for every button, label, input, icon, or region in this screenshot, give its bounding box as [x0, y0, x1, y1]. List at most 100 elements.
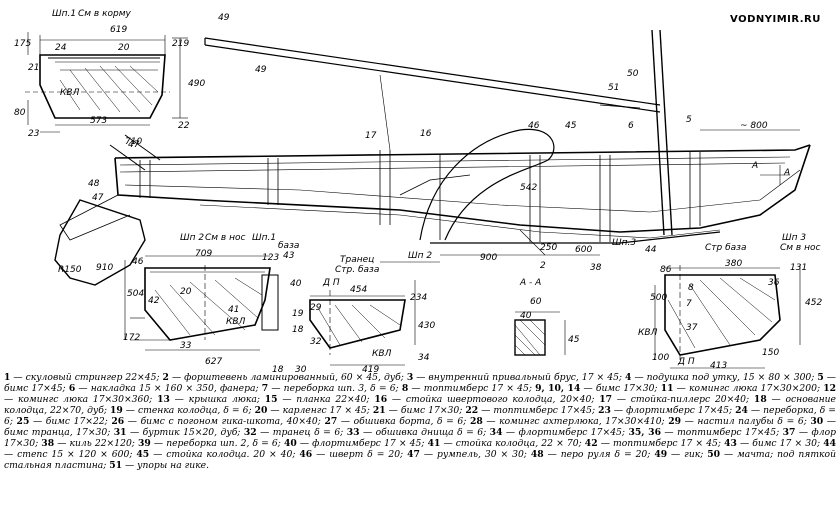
dim-22: 22 — [178, 121, 190, 131]
legend-item-text: — карленгс 17 × 45; — [267, 405, 373, 416]
label-transom: Транец — [340, 255, 374, 265]
legend-item: 49 — гик; — [654, 449, 707, 460]
callout-part: 48 — [88, 179, 100, 189]
legend-item-number: 35, 36 — [628, 427, 661, 438]
legend-item: 35, 36 — топтимберс 17×45; — [628, 427, 782, 438]
legend-item: 41 — стойка колодца, 22 × 70; — [428, 438, 585, 449]
dim-80: 80 — [14, 108, 26, 118]
callout-part: 47 — [128, 140, 140, 150]
legend-item: 24 — переборка, δ = 6; — [4, 405, 836, 427]
legend-item: 46 — шверт δ = 20; — [299, 449, 407, 460]
legend-item-text: — перо руля δ = 20; — [543, 449, 655, 460]
legend-item: 43 — бимс 17 × 30; — [724, 438, 823, 449]
legend-item-text: — флортимберс 17×45; — [502, 427, 629, 438]
dim-710: 710 — [125, 137, 142, 147]
legend-item-number: 31 — [113, 427, 127, 438]
callout-part: 36 — [768, 278, 780, 288]
legend-item-number: 48 — [530, 449, 544, 460]
legend-item-text: — стойка швертового колодца, 20×40; — [387, 394, 600, 405]
dim-123: 123 — [262, 253, 279, 263]
dim-452: 452 — [805, 298, 822, 308]
legend-item-text: — транец δ = 6; — [256, 427, 347, 438]
legend-item: 26 — бимс с погоном гика-шкота, 40×40; — [111, 416, 324, 427]
legend-item: 37 — флор 17×30; — [4, 427, 836, 449]
legend-item-text: — переборка шп. 2, δ = 6; — [150, 438, 284, 449]
legend-item: 22 — топтимберс 17×45; — [465, 405, 598, 416]
legend-item: 3 — внутренний привальный брус, 17 × 45; — [407, 372, 625, 383]
part-callouts: 49 49 50 51 5 6 46 45 17 16 47 48 47 44 … — [88, 13, 780, 372]
legend-item-text: — стенка колодца, δ = 6; — [122, 405, 255, 416]
callout-part: 32 — [310, 337, 322, 347]
label-waterline-3: КВЛ — [372, 349, 392, 359]
legend-item-text: — румпель, 30 × 30; — [419, 449, 531, 460]
legend-item-text: — киль 22×120; — [54, 438, 138, 449]
legend-item: 33 — обшивка днища δ = 6; — [347, 427, 490, 438]
legend-item-number: 43 — [724, 438, 737, 449]
callout-part: 40 — [290, 279, 302, 289]
legend-item-text: — топтимберс 17×45; — [478, 405, 599, 416]
legend-item: 29 — настил палубы δ = 6; — [668, 416, 810, 427]
legend-item-number: 6 — [68, 383, 76, 394]
legend-item-number: 24 — [735, 405, 748, 416]
legend-item-text: — комингс люка 17×30×360; — [4, 394, 158, 405]
section-frame-1 — [25, 32, 188, 133]
callout-part: 46 — [528, 121, 540, 131]
legend-item-number: 49 — [654, 449, 668, 460]
legend-item-number: 22 — [465, 405, 479, 416]
callout-part: 29 — [310, 303, 322, 313]
callout-part: 45 — [565, 121, 577, 131]
dim-60: 60 — [530, 297, 542, 307]
legend-item: 7 — переборка шп. 3, δ = 6; — [262, 383, 402, 394]
legend-item-number: 20 — [254, 405, 268, 416]
callout-part: 8 — [688, 283, 694, 293]
legend-item-text: — бимс 17×30; — [580, 383, 661, 394]
dim-504: 504 — [127, 289, 144, 299]
legend-item-number: 9, 10, 14 — [535, 383, 581, 394]
legend-item-number: 38 — [41, 438, 55, 449]
legend-item-number: 40 — [283, 438, 297, 449]
legend-item: 2 — форштевень ламинированный, 60 × 45, … — [163, 372, 407, 383]
legend-item: 19 — стенка колодца, δ = 6; — [110, 405, 255, 416]
label-to-bow-bottom: См в нос — [205, 233, 245, 243]
section-frame-2 — [124, 255, 279, 351]
legend-item: 20 — карленгс 17 × 45; — [255, 405, 373, 416]
dim-454: 454 — [350, 285, 367, 295]
legend-item: 32 — транец δ = 6; — [244, 427, 347, 438]
callout-part: 19 — [292, 309, 304, 319]
legend-item-text: — обшивка борта, δ = 6; — [337, 416, 470, 427]
section-transom — [309, 280, 416, 366]
main-dimension-lines — [380, 129, 800, 263]
legend-item-number: 42 — [584, 438, 598, 449]
legend-item-text: — стойка колодца, 22 × 70; — [440, 438, 585, 449]
legend-item-text: — бимс с погоном гика-шкота, 40×40; — [124, 416, 325, 427]
legend-item-text: — мачта; под пяткой стальная пластина; — [4, 449, 836, 471]
callout-part: 49 — [255, 65, 267, 75]
legend-item-text: — флортимберс 17 × 45; — [296, 438, 428, 449]
legend-item-text: — форштевень ламинированный, 60 × 45, ду… — [168, 372, 407, 383]
dim-573: 573 — [90, 116, 107, 126]
rudder — [54, 134, 161, 286]
callout-part: 17 — [365, 131, 377, 141]
dim-175: 175 — [14, 39, 31, 49]
legend-item-number: 7 — [261, 383, 269, 394]
legend-item-number: 1 — [4, 372, 11, 383]
callout-part: 33 — [180, 341, 192, 351]
legend-item-text: — переборка, δ = 6; — [4, 405, 836, 427]
legend-item-text: — основание колодца, 22×70, дуб; — [4, 394, 836, 416]
callout-part: 20 — [180, 287, 192, 297]
dim-910: 910 — [96, 263, 113, 273]
legend-item-number: 32 — [243, 427, 257, 438]
legend-item: 44 — степс 15 × 120 × 600; — [4, 438, 836, 460]
legend-item-number: 34 — [489, 427, 503, 438]
section-a-a — [514, 311, 566, 356]
legend-item-number: 46 — [299, 449, 313, 460]
legend-item: 42 — топтимберс 17 × 45; — [585, 438, 724, 449]
legend-item-number: 28 — [469, 416, 483, 427]
dim-619: 619 — [110, 25, 127, 35]
callout-part: 49 — [218, 13, 230, 23]
label-frame-3-mid: Шп.3 — [612, 238, 636, 248]
dim-23: 23 — [28, 129, 40, 139]
legend-item: 48 — перо руля δ = 20; — [531, 449, 654, 460]
dim-42: 42 — [148, 296, 160, 306]
dim-24: 24 — [55, 43, 67, 53]
